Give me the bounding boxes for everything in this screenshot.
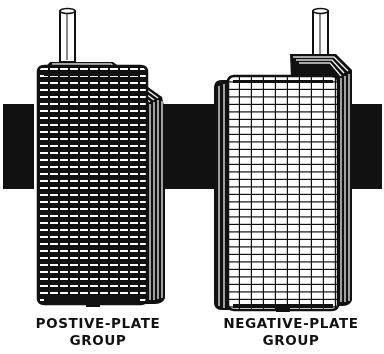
negative-front-plate	[228, 76, 338, 310]
positive-label-line1: POSTIVE-PLATE	[0, 316, 196, 333]
negative-plate-group	[214, 9, 352, 313]
positive-plate-group-label: POSTIVE-PLATE GROUP	[0, 316, 196, 350]
negative-label-line2: GROUP	[194, 333, 384, 350]
left-bar	[3, 104, 34, 189]
negative-label-line1: NEGATIVE-PLATE	[194, 316, 384, 333]
negative-plate-group-label: NEGATIVE-PLATE GROUP	[194, 316, 384, 350]
right-bar	[352, 104, 382, 189]
positive-plate-group	[38, 9, 165, 308]
middle-bar	[161, 104, 218, 189]
positive-label-line2: GROUP	[0, 333, 196, 350]
positive-front-plate	[38, 66, 147, 304]
